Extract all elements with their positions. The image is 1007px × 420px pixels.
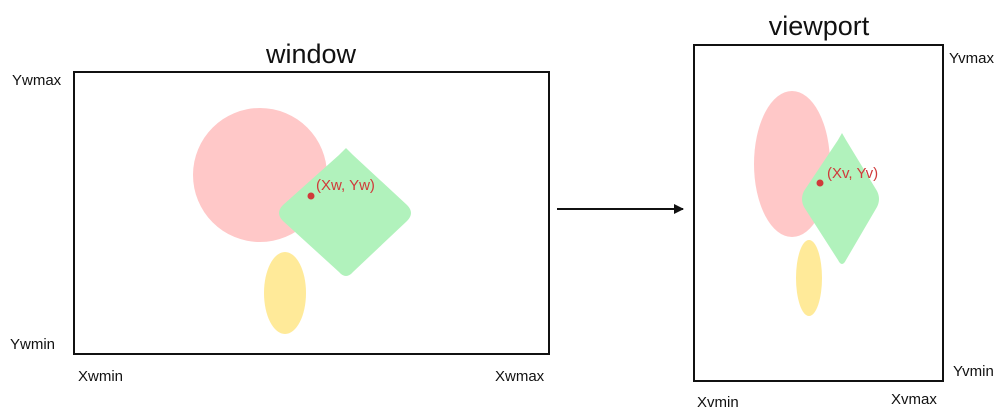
window-point-label: (Xw, Yw)	[316, 177, 375, 194]
window-ymin-label: Ywmin	[10, 336, 55, 353]
window-title: window	[265, 39, 357, 69]
viewport-group: viewport (Xv, Yv) Yvmax Yvmin Xvmin Xvma…	[693, 11, 995, 411]
viewport-xmin-label: Xvmin	[697, 394, 739, 411]
viewport-point-label: (Xv, Yv)	[827, 165, 878, 182]
window-group: window (Xw, Yw) Ywmax Ywmin Xwmin Xwmax	[10, 39, 550, 385]
viewport-xmax-label: Xvmax	[891, 391, 937, 408]
window-ellipse-shape	[264, 252, 306, 334]
window-ymax-label: Ywmax	[12, 72, 62, 89]
window-diamond-shape	[279, 148, 411, 276]
viewport-diamond-shape	[802, 133, 879, 264]
viewport-ellipse-shape	[796, 240, 822, 316]
window-xmax-label: Xwmax	[495, 368, 545, 385]
window-point-marker	[307, 192, 315, 200]
viewport-ymin-label: Yvmin	[953, 363, 994, 380]
viewport-title: viewport	[769, 11, 870, 41]
viewport-point-marker	[816, 179, 824, 187]
window-xmin-label: Xwmin	[78, 368, 123, 385]
viewport-ymax-label: Yvmax	[949, 50, 995, 67]
